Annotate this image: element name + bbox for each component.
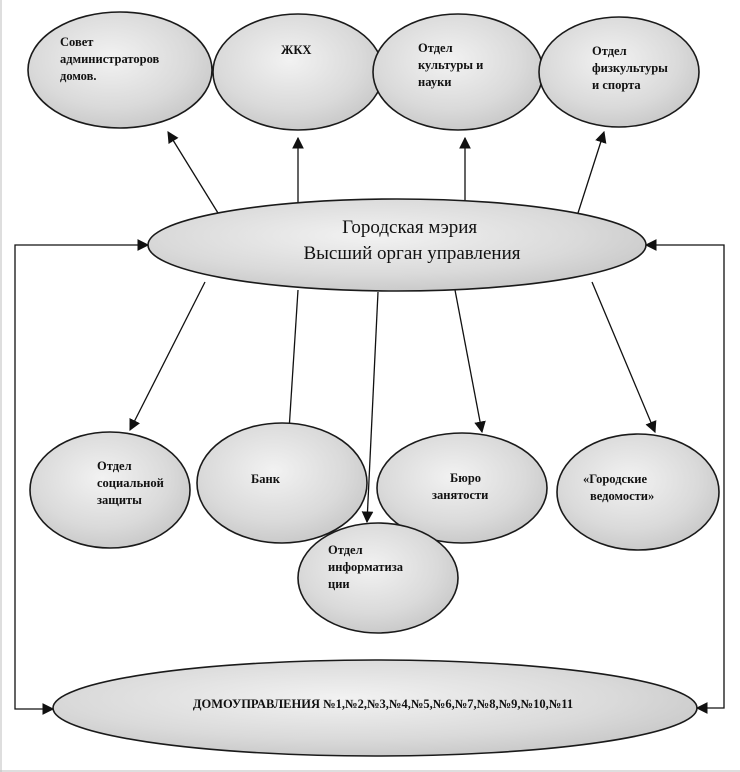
informatization-label: Отдел информатиза ции xyxy=(328,543,406,591)
arrow-loop-right xyxy=(644,239,725,714)
connectors xyxy=(14,130,725,715)
culture-oval xyxy=(372,13,544,131)
arrow-to-council xyxy=(167,131,219,214)
council-oval xyxy=(27,11,213,129)
mayor-oval xyxy=(147,198,647,292)
arrow-to-social xyxy=(129,281,206,432)
zhkh-oval xyxy=(212,13,384,131)
node-council: Совет администраторов домов. xyxy=(27,11,213,129)
arrow-to-informatization xyxy=(361,291,379,524)
node-news: «Городские ведомости» xyxy=(556,433,720,551)
node-social: Отдел социальной защиты xyxy=(29,431,191,549)
sport-label: Отдел физкультуры и спорта xyxy=(592,44,671,92)
node-housing: ДОМОУПРАВЛЕНИЯ №1,№2,№3,№4,№5,№6,№7,№8,№… xyxy=(52,659,698,757)
culture-label: Отдел культуры и науки xyxy=(418,41,487,89)
news-oval xyxy=(556,433,720,551)
arrow-to-sport xyxy=(577,130,607,214)
arrow-to-bank xyxy=(282,289,299,448)
mayor-label: Городская мэрия Высший орган управления xyxy=(303,217,520,264)
news-label: «Городские ведомости» xyxy=(583,472,654,503)
sport-oval xyxy=(538,16,700,128)
social-oval xyxy=(29,431,191,549)
housing-label: ДОМОУПРАВЛЕНИЯ №1,№2,№3,№4,№5,№6,№7,№8,№… xyxy=(193,697,573,711)
arrow-loop-left xyxy=(14,239,150,715)
node-informatization: Отдел информатиза ции xyxy=(297,522,459,634)
node-mayor: Городская мэрия Высший орган управления xyxy=(147,198,647,292)
node-sport: Отдел физкультуры и спорта xyxy=(538,16,700,128)
informatization-oval xyxy=(297,522,459,634)
bank-oval xyxy=(196,422,368,544)
node-culture: Отдел культуры и науки xyxy=(372,13,544,131)
housing-oval xyxy=(52,659,698,757)
zhkh-label: ЖКХ xyxy=(281,43,311,57)
node-bank: Банк xyxy=(196,422,368,544)
arrow-to-news xyxy=(591,281,657,434)
node-zhkh: ЖКХ xyxy=(212,13,384,131)
node-employment: Бюро занятости xyxy=(376,432,548,544)
bank-label: Банк xyxy=(251,472,281,486)
social-label: Отдел социальной защиты xyxy=(97,459,167,507)
council-label: Совет администраторов домов. xyxy=(60,35,162,83)
arrow-to-employment xyxy=(454,289,486,434)
employment-label: Бюро занятости xyxy=(432,471,488,502)
employment-oval xyxy=(376,432,548,544)
